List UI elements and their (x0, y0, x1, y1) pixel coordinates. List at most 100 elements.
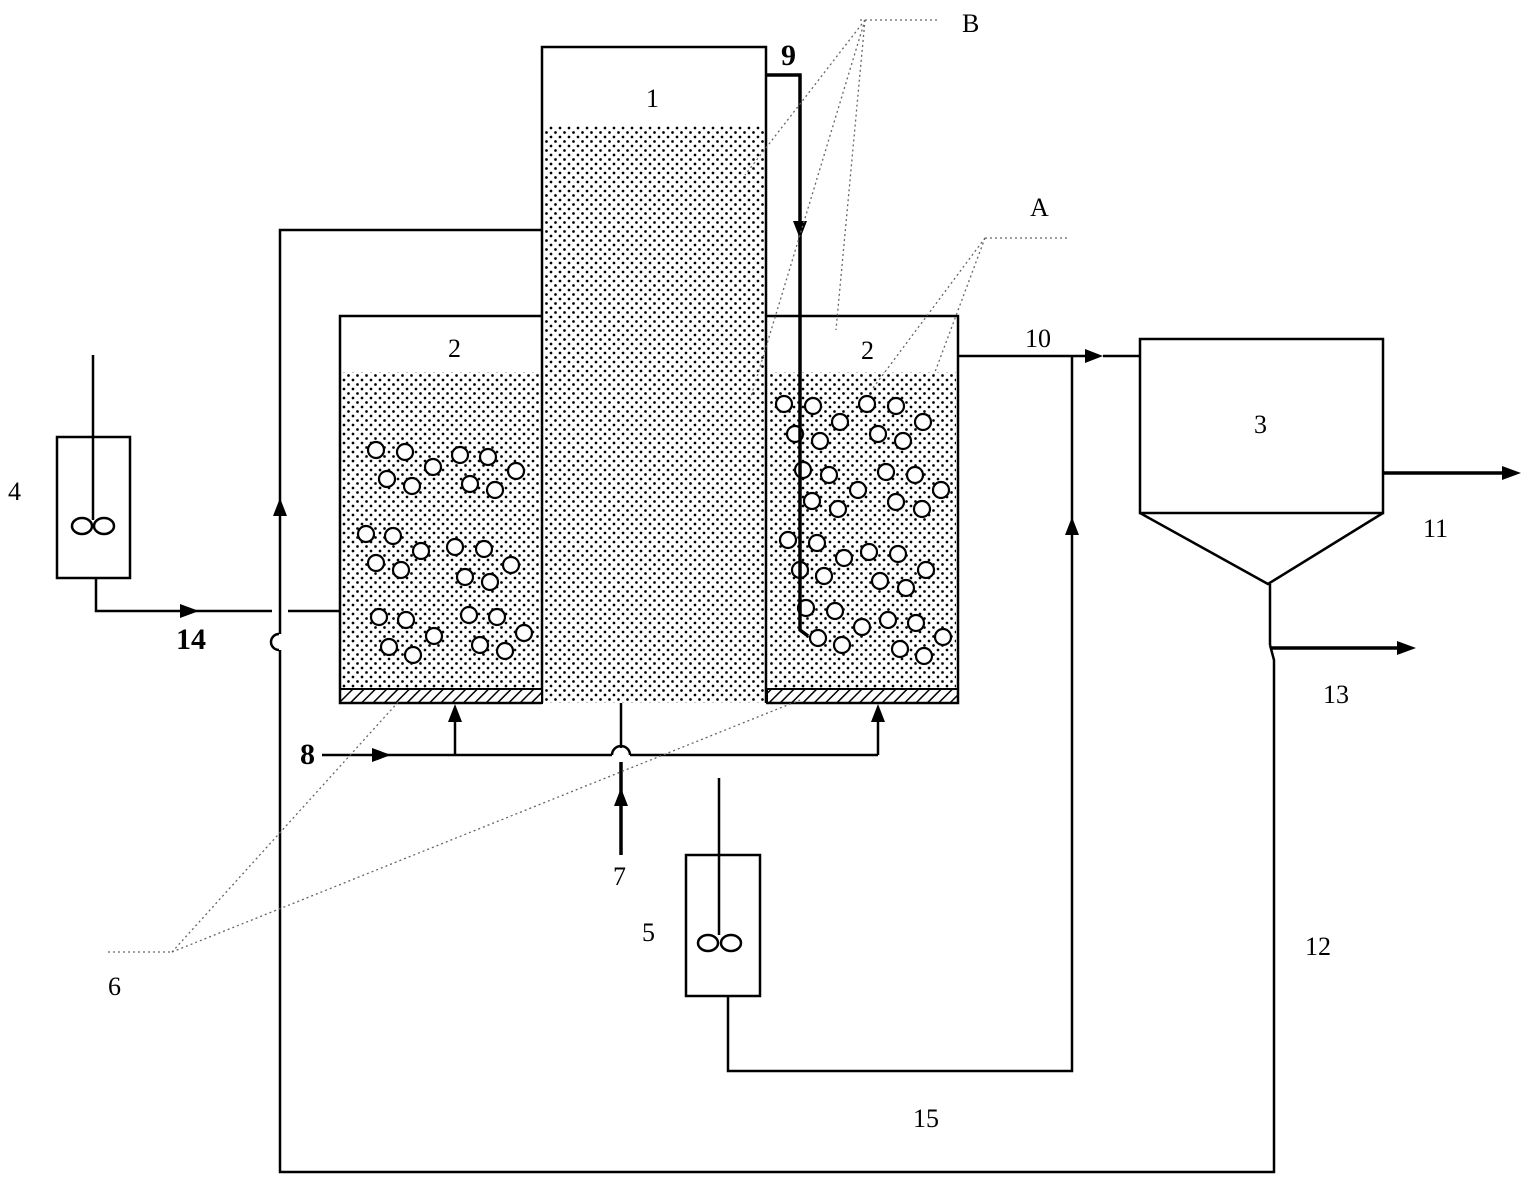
carrier-bead (487, 607, 507, 627)
carrier-bead (916, 560, 936, 580)
left-carrier-beads (356, 440, 534, 665)
carrier-bead (395, 442, 415, 462)
label-feed: 14 (176, 623, 206, 656)
label-pipe-10: 10 (1025, 324, 1051, 353)
carrier-bead (807, 533, 827, 553)
carrier-bead (852, 617, 872, 637)
label-column: 1 (646, 84, 659, 113)
carrier-bead (369, 607, 389, 627)
carrier-bead (825, 601, 845, 621)
air-line-8 (322, 704, 885, 762)
mixer-4 (55, 355, 132, 580)
recycle-line (269, 228, 1276, 1174)
carrier-bead (356, 524, 376, 544)
carrier-bead (876, 462, 896, 482)
carrier-bead (391, 560, 411, 580)
label-tank-right: 2 (861, 336, 874, 365)
carrier-bead (886, 492, 906, 512)
carrier-bead (893, 431, 913, 451)
carrier-bead (495, 641, 515, 661)
leader-lines (108, 19, 1068, 953)
carrier-bead (878, 610, 898, 630)
carrier-bead (470, 635, 490, 655)
right-carrier-beads (774, 394, 953, 666)
carrier-bead (886, 396, 906, 416)
carrier-bead (793, 460, 813, 480)
label-mixer-5: 5 (642, 918, 655, 947)
carrier-bead (474, 539, 494, 559)
carrier-bead (819, 465, 839, 485)
label-sludge: 13 (1323, 680, 1349, 709)
label-recycle: 12 (1305, 932, 1331, 961)
carrier-bead (890, 639, 910, 659)
carrier-bead (460, 474, 480, 494)
label-pipe-9: 9 (781, 39, 796, 72)
mixer-5 (684, 778, 762, 998)
carrier-bead (501, 555, 521, 575)
settler-tank (1138, 337, 1385, 586)
carrier-bead (377, 469, 397, 489)
label-inlet-7: 7 (613, 862, 626, 891)
carrier-bead (423, 457, 443, 477)
carrier-bead (905, 465, 925, 485)
carrier-bead (906, 613, 926, 633)
carrier-bead (828, 499, 848, 519)
carrier-bead (445, 537, 465, 557)
carrier-bead (480, 572, 500, 592)
carrier-bead (778, 530, 798, 550)
inlet-7 (614, 703, 628, 855)
pipe-9 (766, 73, 810, 638)
carrier-bead (402, 476, 422, 496)
carrier-bead (424, 626, 444, 646)
carrier-bead (870, 571, 890, 591)
pipe-10 (958, 349, 1140, 363)
label-aerator: 6 (108, 972, 121, 1001)
carrier-bead (803, 396, 823, 416)
carrier-bead (848, 480, 868, 500)
carrier-bead (774, 394, 794, 414)
carrier-bead (857, 394, 877, 414)
sludge-discharge (1268, 584, 1416, 655)
carrier-bead (834, 548, 854, 568)
carrier-bead (379, 637, 399, 657)
label-effluent: 11 (1423, 514, 1448, 543)
label-callout-b: B (962, 9, 979, 38)
label-callout-a: A (1030, 193, 1049, 222)
carrier-bead (914, 646, 934, 666)
carrier-bead (868, 424, 888, 444)
carrier-bead (403, 645, 423, 665)
carrier-bead (832, 635, 852, 655)
carrier-bead (896, 578, 916, 598)
carrier-bead (366, 553, 386, 573)
carrier-bead (814, 566, 834, 586)
carrier-bead (396, 610, 416, 630)
carrier-bead (931, 480, 951, 500)
carrier-bead (514, 623, 534, 643)
carrier-bead (810, 431, 830, 451)
carrier-bead (485, 480, 505, 500)
carrier-bead (459, 605, 479, 625)
carrier-bead (888, 544, 908, 564)
label-mixer-4: 4 (8, 477, 21, 506)
label-settler: 3 (1254, 410, 1267, 439)
carrier-bead (859, 542, 879, 562)
carrier-bead (506, 461, 526, 481)
label-air-8: 8 (300, 738, 315, 771)
carrier-bead (913, 412, 933, 432)
carrier-bead (796, 598, 816, 618)
reactor-column (540, 45, 768, 703)
carrier-bead (478, 447, 498, 467)
carrier-bead (455, 567, 475, 587)
label-dosing: 15 (913, 1104, 939, 1133)
left-tank (338, 314, 543, 705)
effluent-pipe (1383, 466, 1521, 480)
carrier-bead (933, 627, 953, 647)
carrier-bead (830, 412, 850, 432)
carrier-bead (808, 628, 828, 648)
right-aerator-plate (766, 688, 959, 704)
carrier-bead (383, 526, 403, 546)
carrier-bead (411, 541, 431, 561)
carrier-bead (450, 445, 470, 465)
